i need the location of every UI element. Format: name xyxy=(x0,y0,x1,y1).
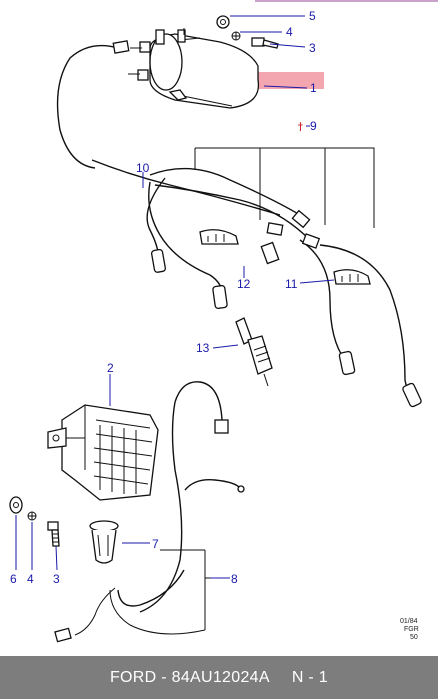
callout-4-top: 4 xyxy=(286,25,293,39)
bottom-fasteners xyxy=(9,496,60,547)
drawing-code-line-2: FGR xyxy=(404,626,419,633)
ignition-parts-diagram: 5 4 3 1 ϯ 9 10 12 11 13 2 7 8 6 4 3 01/8… xyxy=(9,9,422,643)
callout-7: 7 xyxy=(152,537,159,551)
leader-lines xyxy=(15,15,335,579)
lead-separators xyxy=(199,229,371,285)
ignition-module xyxy=(47,404,159,501)
callout-11: 11 xyxy=(285,277,298,291)
callout-6-bottom: 6 xyxy=(10,572,17,586)
drawing-code-line-3: 50 xyxy=(410,634,418,641)
callout-2: 2 xyxy=(107,361,114,375)
callout-9: 9 xyxy=(310,119,317,133)
top-edge-bar xyxy=(255,0,438,2)
page-indicator: N - 1 xyxy=(291,668,328,686)
connector-grommet xyxy=(89,520,119,564)
wiring-loom xyxy=(54,381,245,643)
callout-1: 1 xyxy=(310,81,317,95)
callout-5-top: 5 xyxy=(309,9,316,23)
callout-3-bottom: 3 xyxy=(53,572,60,586)
callout-10: 10 xyxy=(136,161,150,175)
brand-part-number: FORD - 84AU12024A xyxy=(109,668,270,686)
part-1-highlight xyxy=(246,72,324,89)
callout-12: 12 xyxy=(237,277,251,291)
ignition-lead-set xyxy=(91,147,422,408)
revision-mark: ϯ xyxy=(298,120,303,134)
ignition-coil xyxy=(56,28,324,169)
callout-3-top: 3 xyxy=(309,41,316,55)
drawing-code-line-1: 01/84 xyxy=(400,618,418,625)
callout-labels: 5 4 3 1 ϯ 9 10 12 11 13 2 7 8 6 4 3 xyxy=(10,9,317,586)
spark-plug xyxy=(235,317,273,387)
drawing-code: 01/84 FGR 50 xyxy=(400,618,419,641)
part-number-footer: FORD - 84AU12024A N - 1 xyxy=(0,656,438,699)
callout-13: 13 xyxy=(196,341,210,355)
callout-4-bottom: 4 xyxy=(27,572,34,586)
callout-8: 8 xyxy=(231,572,238,586)
